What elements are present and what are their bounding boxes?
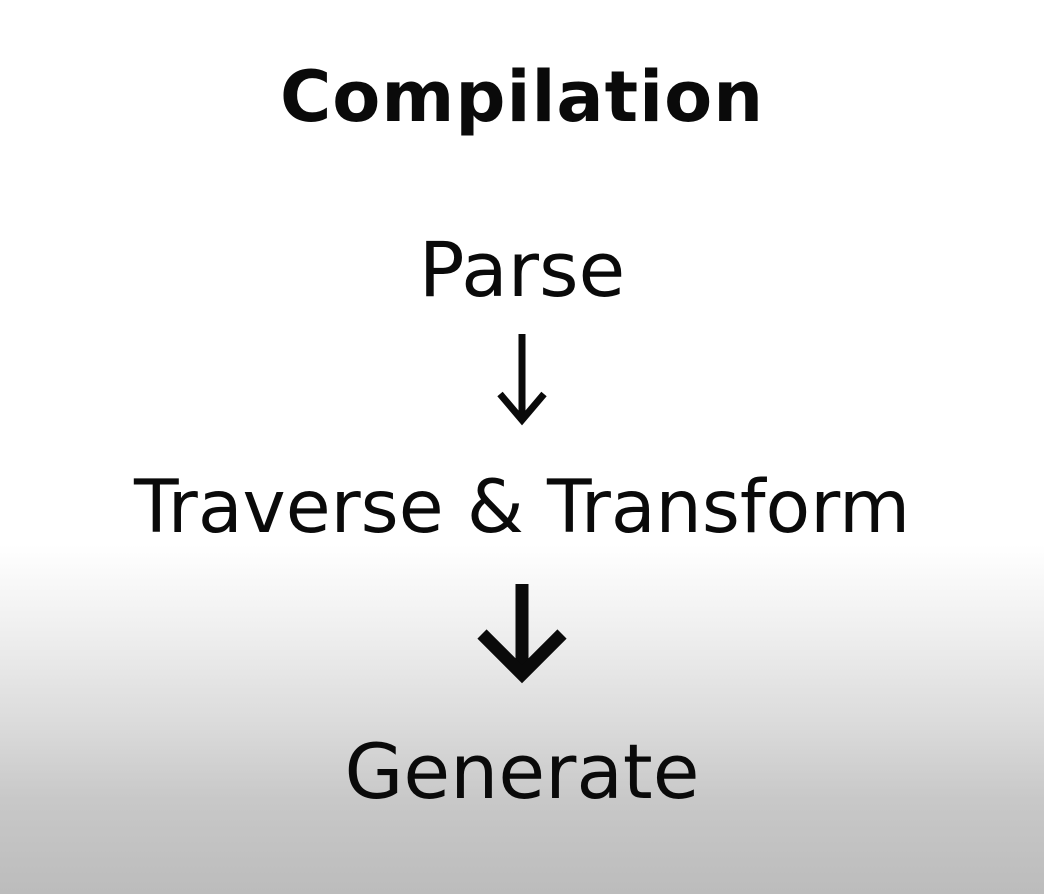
- arrow-down-icon: [497, 334, 547, 426]
- diagram-title: Compilation: [279, 56, 765, 138]
- arrow-down-icon: [477, 584, 567, 684]
- step-generate: Generate: [344, 727, 700, 816]
- step-traverse-transform: Traverse & Transform: [133, 465, 911, 550]
- step-parse: Parse: [418, 225, 626, 314]
